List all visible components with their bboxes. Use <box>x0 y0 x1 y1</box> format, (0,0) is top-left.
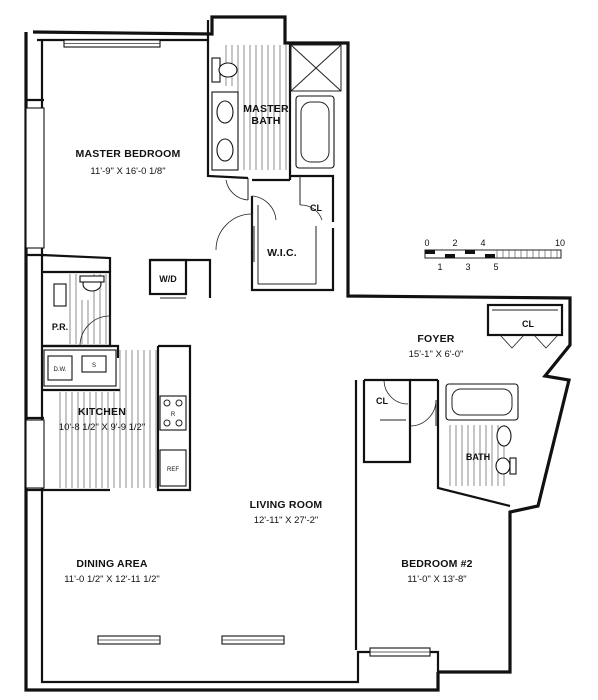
master-sink-2 <box>216 138 234 162</box>
wic-label: W.I.C. <box>267 247 297 259</box>
scale-label-1: 1 <box>437 262 442 272</box>
scale-bar: 0 2 4 10 1 3 5 <box>424 238 565 272</box>
bath2-toilet-tank <box>509 457 517 475</box>
living-room-dims: 12'-11" X 27'-2" <box>254 515 319 526</box>
scale-seg-3 <box>465 250 475 254</box>
foyer-closet-label: CL <box>522 319 534 329</box>
kitchen-dims: 10'-8 1/2" X 9'-9 1/2" <box>59 422 145 433</box>
window-master-left <box>25 107 45 249</box>
kitchen-label: KITCHEN <box>78 406 126 418</box>
scale-label-5: 5 <box>493 262 498 272</box>
windows <box>25 39 431 657</box>
master-bedroom-label: MASTER BEDROOM <box>76 148 181 160</box>
window-kitchen-left <box>25 419 45 489</box>
scale-label-4: 4 <box>480 238 485 248</box>
wd-label: W/D <box>159 274 177 284</box>
master-toilet-bowl <box>218 62 238 78</box>
scale-label-10: 10 <box>555 238 565 248</box>
fixtures <box>43 57 519 487</box>
refrigerator <box>159 449 187 487</box>
pr-toilet-tank <box>79 275 105 283</box>
living-room-label: LIVING ROOM <box>250 499 323 511</box>
room-labels: MASTER BEDROOM 11'-9" X 16'-0 1/8" MASTE… <box>52 103 535 585</box>
floor-hatching <box>59 45 505 488</box>
dining-area-dims: 11'-0 1/2" X 12'-11 1/2" <box>64 574 160 585</box>
scale-seg-2 <box>445 254 455 258</box>
master-tub <box>295 95 335 169</box>
scale-seg-4 <box>485 254 495 258</box>
doors <box>79 178 559 427</box>
dishwasher <box>47 355 73 381</box>
bath2-sink <box>496 425 512 447</box>
scale-label-3: 3 <box>465 262 470 272</box>
bath2-toilet <box>495 457 511 475</box>
scale-label-2: 2 <box>452 238 457 248</box>
foyer-label: FOYER <box>417 333 454 345</box>
master-sink-1 <box>216 100 234 124</box>
dining-area-label: DINING AREA <box>76 558 147 570</box>
bedroom2-dims: 11'-0" X 13'-8" <box>407 574 466 585</box>
interior-walls <box>41 40 564 650</box>
ref-label: REF <box>167 467 179 473</box>
scale-label-0: 0 <box>424 238 429 248</box>
foyer-dims: 15'-1" X 6'-0" <box>409 349 464 360</box>
master-bath-label-1: MASTER <box>243 103 289 115</box>
pr-sink <box>53 283 67 307</box>
wic-closet-label: CL <box>310 203 322 213</box>
dw-label: D.W. <box>54 367 67 373</box>
kitchen-sink-label: S <box>92 363 96 369</box>
pr-label: P.R. <box>52 322 68 332</box>
bed2-closet-label: CL <box>376 396 388 406</box>
kitchen-sink <box>81 355 107 373</box>
foyer-closet <box>486 303 564 337</box>
master-bedroom-dims: 11'-9" X 16'-0 1/8" <box>90 166 165 177</box>
wd-closet <box>148 258 188 296</box>
scale-seg-1 <box>425 250 435 254</box>
bedroom2-label: BEDROOM #2 <box>401 558 472 570</box>
master-bath-label-2: BATH <box>251 115 280 127</box>
range-label: R <box>171 412 176 418</box>
bath2-tub <box>445 383 519 421</box>
bath2-label: BATH <box>466 452 490 462</box>
